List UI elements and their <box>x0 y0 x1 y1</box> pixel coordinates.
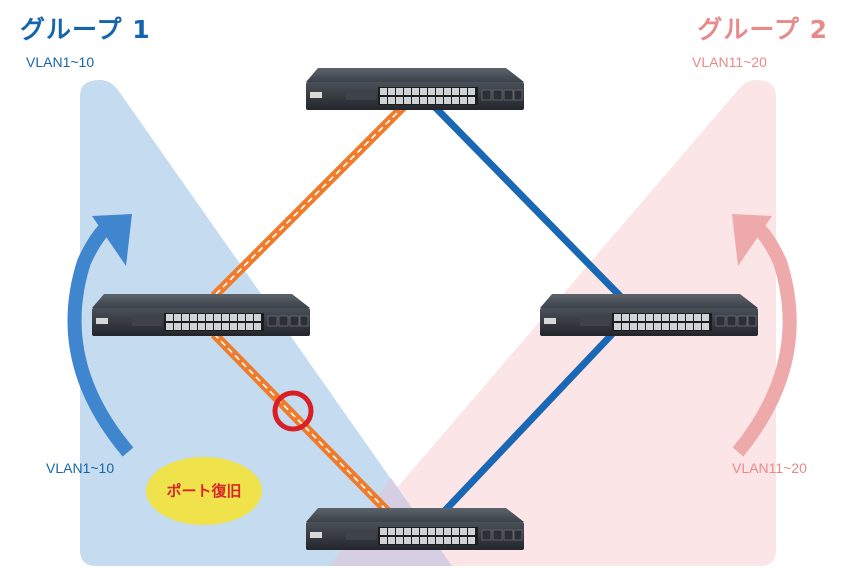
switch-top <box>305 67 525 111</box>
group1-title: グループ 1 <box>20 15 151 44</box>
switch-right <box>539 293 759 337</box>
group2-arrow-label: VLAN11~20 <box>732 460 807 476</box>
link-top-right <box>429 101 627 303</box>
port-restore-label: ポート復旧 <box>166 482 242 500</box>
group2-arrow <box>732 214 797 457</box>
link-top-left <box>210 102 408 300</box>
port-restore-badge <box>146 457 262 525</box>
group2-title: グループ 2 <box>697 15 828 44</box>
group2-vlan-label: VLAN11~20 <box>692 54 767 70</box>
switch-left <box>91 293 311 337</box>
group1-vlan-label: VLAN1~10 <box>26 54 95 70</box>
switch-bottom <box>305 507 525 551</box>
link-right-bottom <box>433 327 619 523</box>
group1-arrow-label: VLAN1~10 <box>46 460 115 476</box>
restored-port-marker <box>272 390 314 432</box>
group1-arrow <box>67 214 134 457</box>
